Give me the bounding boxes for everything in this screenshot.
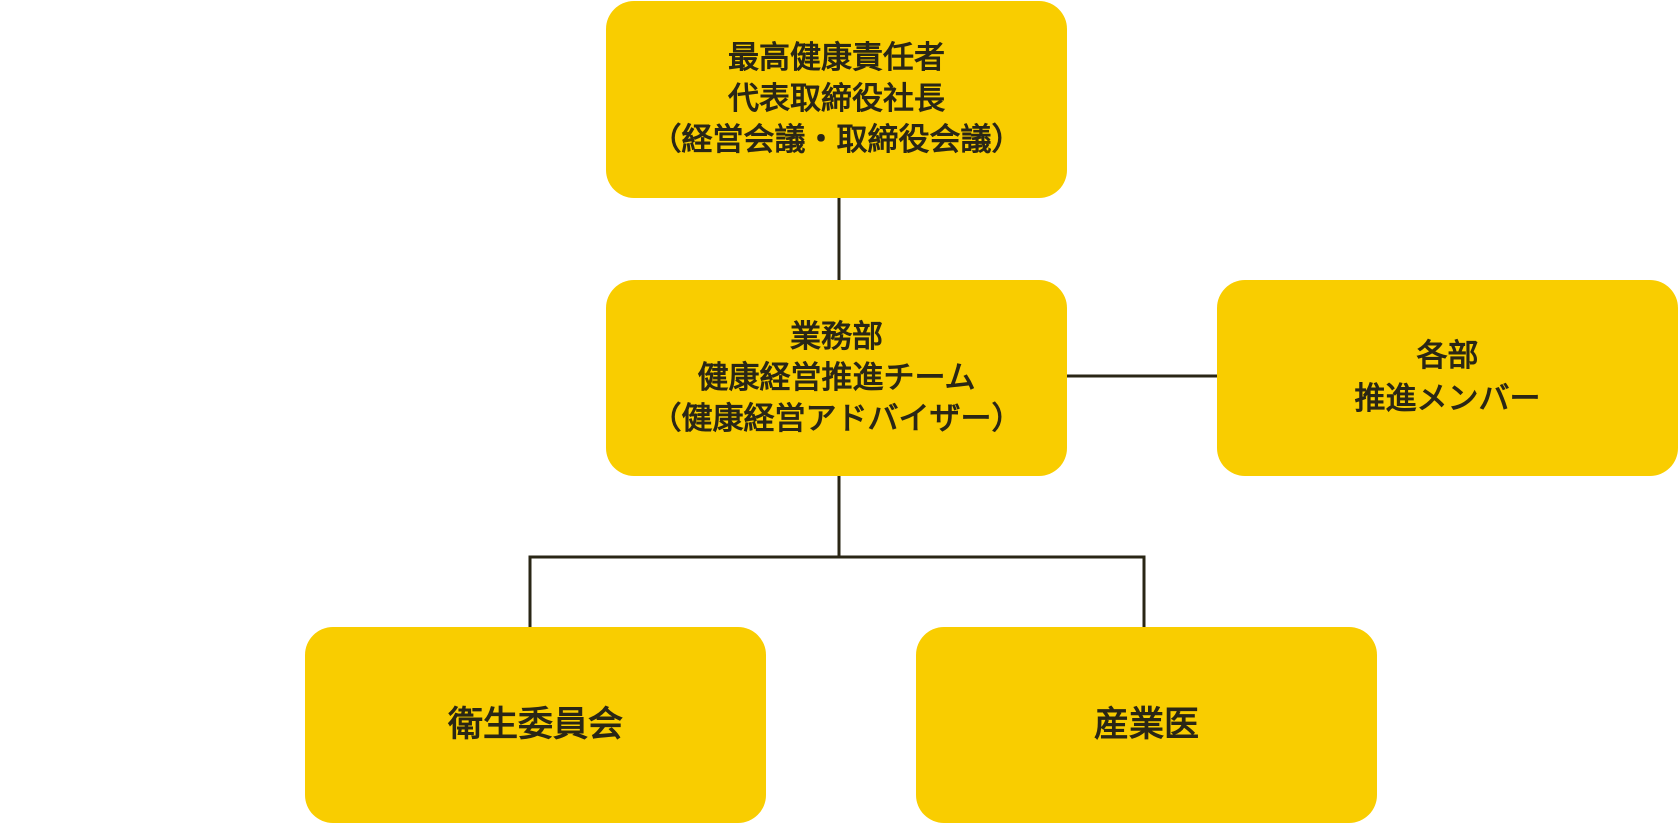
node-middle-line-2: 健康経営推進チーム — [697, 359, 976, 396]
node-health-management-team: 業務部 健康経営推進チーム （健康経営アドバイザー） — [606, 280, 1067, 476]
node-middle-line-3: （健康経営アドバイザー） — [650, 400, 1023, 437]
node-department-members: 各部 推進メンバー — [1217, 280, 1678, 476]
node-occupational-physician: 産業医 — [916, 627, 1377, 823]
node-right-line-1: 各部 — [1416, 338, 1479, 374]
node-bottom-left-line-1: 衛生委員会 — [447, 704, 623, 745]
node-chief-health-officer: 最高健康責任者 代表取締役社長 （経営会議・取締役会議） — [606, 1, 1067, 198]
node-top-line-3: （経営会議・取締役会議） — [650, 122, 1023, 158]
node-top-line-1: 最高健康責任者 — [728, 40, 945, 76]
node-top-line-2: 代表取締役社長 — [728, 81, 945, 117]
node-middle-line-1: 業務部 — [790, 318, 883, 355]
connector-branch-bottom — [528, 555, 1146, 627]
node-health-committee: 衛生委員会 — [305, 627, 766, 823]
node-right-line-2: 推進メンバー — [1354, 381, 1541, 417]
node-bottom-right-line-1: 産業医 — [1093, 704, 1199, 745]
